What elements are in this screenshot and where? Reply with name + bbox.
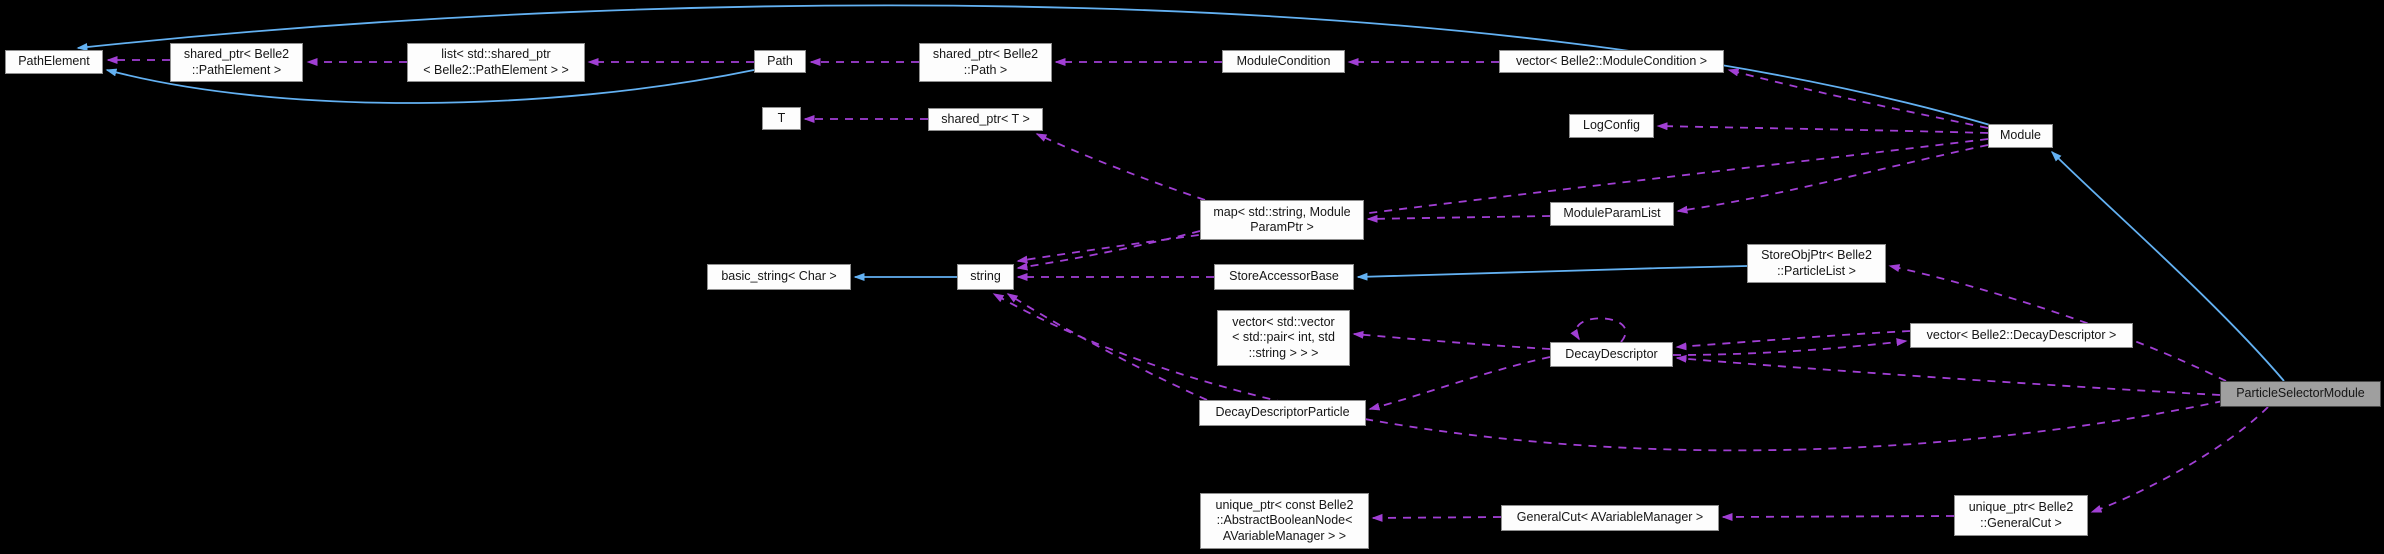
edge-map-moduleparamptr-to-string: [1016, 230, 1201, 271]
class-node-basic-string[interactable]: basic_string< Char >: [707, 264, 851, 290]
edge-psm-to-module: [2050, 150, 2285, 382]
class-node-ddparticle[interactable]: DecayDescriptorParticle: [1199, 400, 1366, 426]
class-node-logconfig[interactable]: LogConfig: [1569, 114, 1654, 138]
class-node-module[interactable]: Module: [1988, 124, 2053, 148]
edge-ddparticle-to-string: [1006, 293, 1208, 401]
edge-module-to-string: [1016, 138, 1989, 264]
edge-module-to-logconfig: [1656, 122, 1989, 134]
class-node-modulecondition[interactable]: ModuleCondition: [1222, 50, 1345, 73]
class-node-pathelement[interactable]: PathElement: [5, 50, 103, 74]
class-node-path[interactable]: Path: [754, 50, 806, 73]
edge-decaydescriptor-to-decaydescriptor: [1570, 317, 1627, 343]
class-node-sp-t[interactable]: shared_ptr< T >: [928, 108, 1043, 131]
class-node-storeaccessorbase[interactable]: StoreAccessorBase: [1214, 264, 1354, 290]
edge-psm-to-storeobjptr: [1888, 264, 2227, 382]
edge-map-moduleparamptr-to-sp-t: [1035, 133, 1206, 201]
class-node-generalcut[interactable]: GeneralCut< AVariableManager >: [1501, 505, 1719, 531]
class-node-list-sp-pathelement[interactable]: list< std::shared_ptr < Belle2::PathElem…: [407, 43, 585, 82]
edge-psm-to-decaydescriptor: [1675, 354, 2221, 396]
edge-decaydescriptor-to-ddparticle: [1368, 356, 1551, 411]
class-node-map-moduleparamptr[interactable]: map< std::string, Module ParamPtr >: [1200, 200, 1364, 240]
edge-generalcut-to-uptr-abn: [1371, 513, 1502, 522]
class-node-sp-path[interactable]: shared_ptr< Belle2 ::Path >: [919, 43, 1052, 82]
edge-module-to-moduleparamlist: [1676, 144, 1989, 214]
class-node-string[interactable]: string: [957, 264, 1014, 290]
class-node-psm[interactable]: ParticleSelectorModule: [2220, 381, 2381, 407]
edge-decaydescriptor-to-vec-pair: [1352, 330, 1551, 350]
class-node-t[interactable]: T: [762, 107, 801, 130]
edge-storeobjptr-to-storeaccessorbase: [1356, 265, 1748, 281]
class-node-vec-dd[interactable]: vector< Belle2::DecayDescriptor >: [1910, 323, 2133, 348]
class-node-moduleparamlist[interactable]: ModuleParamList: [1550, 202, 1674, 226]
edge-decaydescriptor-to-vec-dd: [1672, 338, 1908, 356]
class-node-vec-modulecondition[interactable]: vector< Belle2::ModuleCondition >: [1499, 50, 1724, 73]
class-node-storeobjptr[interactable]: StoreObjPtr< Belle2 ::ParticleList >: [1747, 244, 1886, 283]
class-node-uptr-generalcut[interactable]: unique_ptr< Belle2 ::GeneralCut >: [1954, 495, 2088, 536]
edge-module-to-pathelement: [76, 4, 1991, 126]
edge-psm-to-string: [992, 293, 2224, 452]
edge-psm-to-uptr-generalcut: [2090, 406, 2269, 513]
edge-module-to-vec-modulecondition: [1727, 68, 1989, 129]
edge-path-to-pathelement: [105, 68, 755, 104]
edge-moduleparamlist-to-map-moduleparamptr: [1366, 214, 1551, 223]
class-node-uptr-abn[interactable]: unique_ptr< const Belle2 ::AbstractBoole…: [1200, 493, 1369, 549]
edge-uptr-generalcut-to-generalcut: [1721, 512, 1955, 521]
class-node-decaydescriptor[interactable]: DecayDescriptor: [1550, 342, 1673, 367]
class-node-vec-pair[interactable]: vector< std::vector < std::pair< int, st…: [1217, 310, 1350, 366]
class-node-sp-pathelement[interactable]: shared_ptr< Belle2 ::PathElement >: [170, 43, 303, 82]
